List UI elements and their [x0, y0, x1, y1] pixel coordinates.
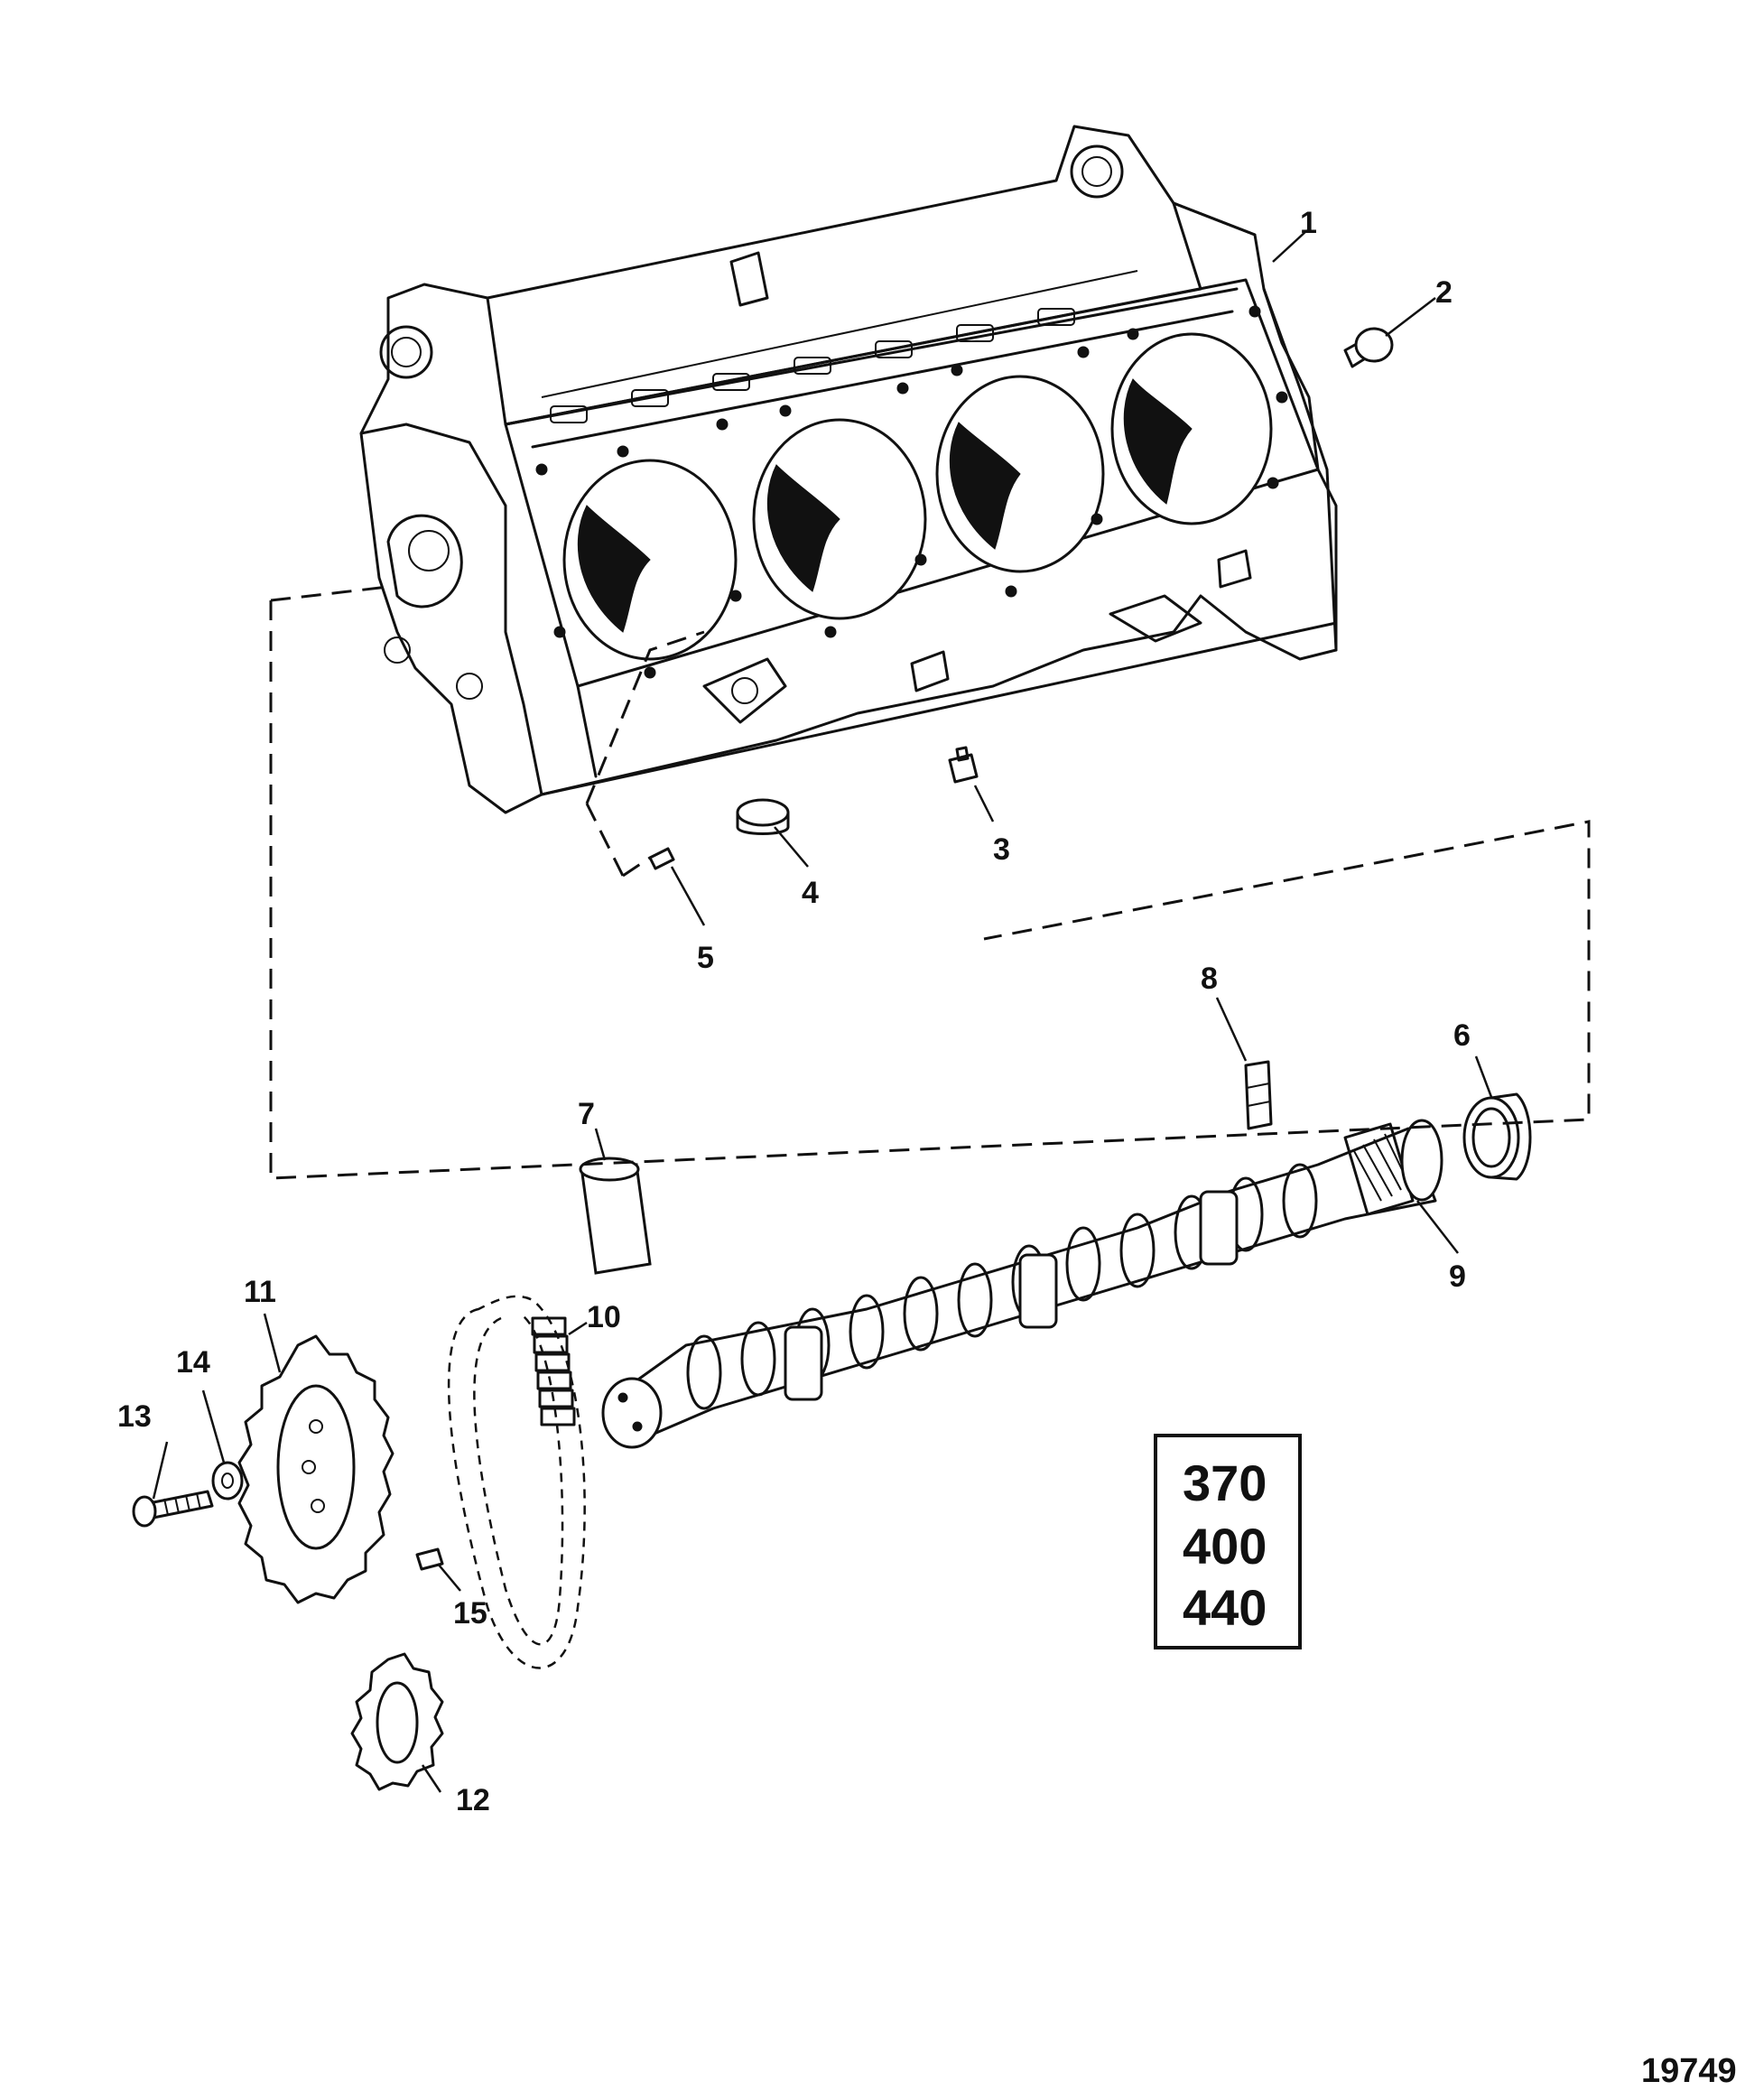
pin-part-3 [948, 746, 979, 784]
cup-plug-part [736, 798, 790, 835]
leader-lines [152, 229, 1493, 1793]
model-number-370: 370 [1183, 1454, 1267, 1511]
washer-part [211, 1461, 244, 1501]
model-number-440: 440 [1183, 1579, 1267, 1636]
model-number-400: 400 [1183, 1518, 1267, 1575]
timing-chain-part [447, 1295, 586, 1669]
callout-labels: 1 2 3 4 5 6 7 8 9 10 11 12 13 14 15 [117, 206, 1471, 1817]
model-number-box: 370 400 440 [1154, 1434, 1302, 1649]
callout-6: 6 [1453, 1018, 1471, 1053]
plug-part [1343, 327, 1394, 368]
callout-10: 10 [587, 1300, 621, 1334]
key-part [1244, 1060, 1273, 1130]
callout-5: 5 [697, 941, 714, 975]
diagram-reference-number: 19749 [1641, 2052, 1737, 2090]
dowel-pin-part-15 [415, 1547, 444, 1571]
cam-bearing-part [579, 1157, 652, 1275]
callout-13: 13 [117, 1399, 152, 1434]
bearing-ring-part [1462, 1092, 1532, 1181]
bolt-part [132, 1490, 214, 1528]
engine-block [359, 125, 1338, 814]
cam-sprocket-part [237, 1334, 394, 1604]
callout-9: 9 [1449, 1259, 1466, 1294]
callout-2: 2 [1435, 275, 1453, 310]
callout-3: 3 [993, 832, 1010, 867]
crank-sprocket-part [350, 1652, 444, 1791]
callout-1: 1 [1300, 206, 1317, 240]
dowel-pin-part [648, 847, 675, 870]
callout-11: 11 [244, 1275, 276, 1309]
callout-14: 14 [176, 1345, 210, 1380]
callout-15: 15 [453, 1596, 487, 1631]
assembly-dashed-lines [269, 585, 1591, 1180]
callout-7: 7 [578, 1097, 595, 1131]
callout-4: 4 [802, 876, 819, 910]
callout-12: 12 [456, 1783, 490, 1817]
camshaft-part [601, 1119, 1443, 1449]
callout-8: 8 [1201, 962, 1218, 996]
